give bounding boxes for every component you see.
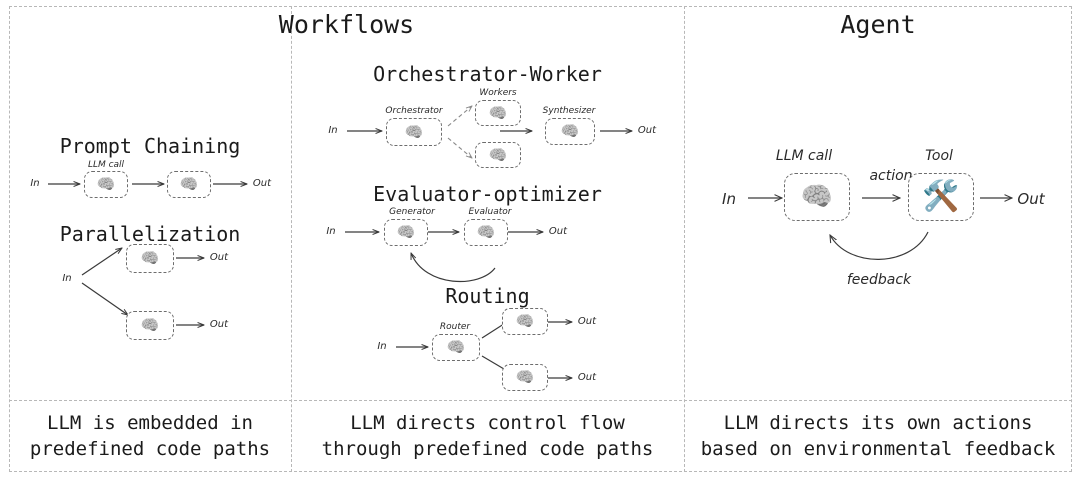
brain-icon: 🧠: [488, 103, 508, 122]
routing-target-node-2[interactable]: 🧠: [502, 364, 548, 391]
brain-icon: 🧠: [476, 223, 496, 241]
parallelization-in-label: In: [62, 273, 72, 284]
agent-llm-call-label: LLM call: [775, 148, 833, 164]
brain-icon: 🧠: [179, 175, 199, 193]
prompt-chaining-in-label: In: [30, 178, 40, 189]
router-label: Router: [439, 322, 471, 332]
parallelization-out-label-2: Out: [209, 319, 229, 330]
brain-icon: 🧠: [96, 175, 116, 193]
routing-target-node-1[interactable]: 🧠: [502, 308, 548, 335]
parallelization-node-1[interactable]: 🧠: [126, 244, 174, 273]
caption-line-1: LLM is embedded in: [47, 412, 253, 434]
prompt-chaining-node-2[interactable]: 🧠: [167, 171, 211, 198]
brain-icon: 🧠: [140, 249, 160, 267]
hammer-and-wrench-icon: 🛠️: [922, 179, 960, 214]
workers-label: Workers: [479, 88, 517, 98]
routing-out-label-2: Out: [577, 372, 597, 383]
brain-icon: 🧠: [800, 182, 834, 212]
orchestrator-label: Orchestrator: [385, 106, 443, 116]
evaluator-node[interactable]: 🧠: [464, 219, 508, 246]
section-title-prompt-chaining: Prompt Chaining: [59, 134, 241, 158]
caption-divider: [9, 400, 1072, 401]
router-node[interactable]: 🧠: [432, 334, 480, 361]
caption-workflows-left: LLM is embedded in predefined code paths: [9, 404, 291, 468]
brain-icon: 🧠: [446, 338, 466, 356]
diagram-frame: [9, 6, 1072, 472]
column-divider-right: [684, 6, 685, 472]
generator-label: Generator: [389, 207, 435, 217]
prompt-chaining-llm-call-label: LLM call: [87, 160, 125, 170]
agent-feedback-label: feedback: [846, 272, 912, 288]
routing-out-label-1: Out: [577, 316, 597, 327]
brain-icon: 🧠: [560, 122, 580, 140]
caption-line-1: LLM directs control flow: [350, 412, 625, 434]
worker-node-2[interactable]: 🧠: [475, 142, 521, 168]
page-title-workflows: Workflows: [278, 10, 415, 39]
caption-line-1: LLM directs its own actions: [723, 412, 1033, 434]
section-title-evaluator-optimizer: Evaluator-optimizer: [373, 182, 602, 206]
caption-line-2: based on environmental feedback: [700, 438, 1056, 460]
prompt-chaining-out-label: Out: [252, 178, 272, 189]
section-title-parallelization: Parallelization: [59, 222, 241, 246]
agent-tool-label: Tool: [925, 148, 953, 164]
evaluator-optimizer-out-label: Out: [548, 226, 568, 237]
page-title-agent: Agent: [840, 10, 916, 39]
brain-icon: 🧠: [515, 312, 535, 330]
brain-icon: 🧠: [404, 122, 424, 141]
synthesizer-node[interactable]: 🧠: [545, 118, 595, 145]
routing-in-label: In: [377, 341, 387, 352]
evaluator-label: Evaluator: [468, 207, 512, 217]
prompt-chaining-node-1[interactable]: 🧠: [84, 171, 128, 198]
brain-icon: 🧠: [396, 223, 416, 241]
caption-workflows-right: LLM directs control flow through predefi…: [291, 404, 684, 468]
agent-tool-node[interactable]: 🛠️: [908, 173, 974, 221]
section-title-routing: Routing: [445, 284, 530, 308]
caption-line-2: through predefined code paths: [321, 438, 654, 460]
agent-out-label: Out: [1017, 190, 1045, 208]
brain-icon: 🧠: [140, 316, 160, 334]
orchestrator-worker-out-label: Out: [637, 125, 657, 136]
generator-node[interactable]: 🧠: [384, 219, 428, 246]
evaluator-optimizer-in-label: In: [326, 226, 336, 237]
brain-icon: 🧠: [488, 145, 508, 164]
orchestrator-worker-in-label: In: [328, 125, 338, 136]
column-divider-left: [291, 6, 292, 472]
agent-action-label: action: [869, 168, 913, 184]
worker-node-1[interactable]: 🧠: [475, 100, 521, 126]
section-title-orchestrator-worker: Orchestrator-Worker: [373, 62, 602, 86]
agent-in-label: In: [722, 190, 736, 208]
orchestrator-node[interactable]: 🧠: [386, 118, 442, 146]
parallelization-out-label-1: Out: [209, 252, 229, 263]
brain-icon: 🧠: [515, 368, 535, 386]
synthesizer-label: Synthesizer: [542, 106, 596, 116]
caption-line-2: predefined code paths: [29, 438, 271, 460]
agent-llm-call-node[interactable]: 🧠: [784, 173, 850, 221]
parallelization-node-2[interactable]: 🧠: [126, 311, 174, 340]
caption-agent: LLM directs its own actions based on env…: [684, 404, 1072, 468]
